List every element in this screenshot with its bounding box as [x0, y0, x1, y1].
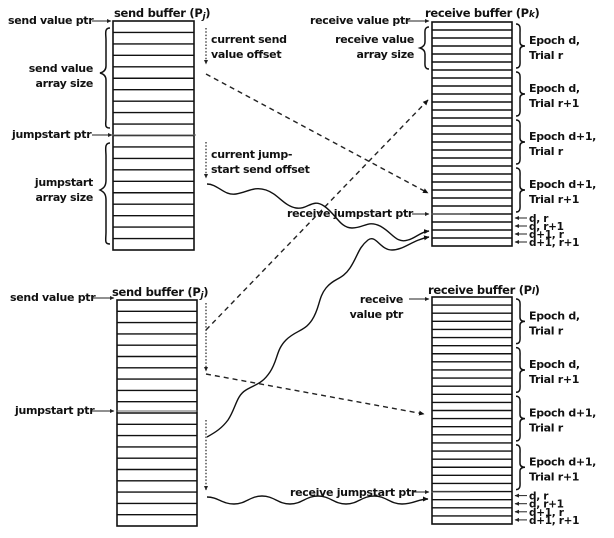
top-receive-epoch-label-line1: Epoch d, — [529, 82, 580, 95]
top-receive-slot-label: d, r+1 — [529, 221, 564, 233]
bottom-receive-epoch-label-line2: Trial r — [529, 324, 564, 337]
bottom-receive-slot-label: d, r+1 — [529, 499, 564, 511]
current-jumpstart-send-offset-label-2: start send offset — [211, 163, 310, 176]
top-receive-epoch-brace — [515, 71, 526, 117]
bottom-receive-buffer — [431, 296, 513, 525]
bottom-receive-slot-label: d+1, r — [529, 507, 565, 519]
top-send-value-array-brace — [99, 27, 111, 129]
top-receive-slot-label: d+1, r — [529, 229, 565, 241]
bottom-send-buffer-title: send buffer (Pj) — [112, 285, 208, 301]
top-receive-jumpstart-ptr-label: receive jumpstart ptr — [287, 207, 414, 220]
top-receive-epoch-label-line1: Epoch d+1, — [529, 178, 596, 191]
top-receive-epoch-label-line2: Trial r+1 — [529, 97, 579, 110]
bottom-jumpstart-ptr-label: jumpstart ptr — [14, 404, 95, 417]
current-jumpstart-send-offset-label-1: current jump- — [211, 148, 292, 161]
bottom-receive-buffer-group: receive buffer (Pl) receive value ptr Ep… — [290, 283, 596, 527]
top-receive-epoch-brace — [515, 167, 526, 213]
top-send-value-array-size-label-2: array size — [35, 77, 93, 90]
current-send-value-offset-label-1: current send — [211, 33, 287, 46]
bottom-receive-epoch-label-line1: Epoch d+1, — [529, 455, 596, 468]
top-receive-buffer-title: receive buffer (Pk) — [425, 6, 540, 20]
top-receive-jumpstart-slots: d, rd, r+1d+1, rd+1, r+1 — [514, 213, 579, 249]
top-receive-value-array-size-label-2: array size — [356, 48, 414, 61]
bottom-jumpstart-to-top-receive-wavy-arrow — [206, 235, 430, 438]
bottom-receive-jumpstart-slots: d, rd, r+1d+1, rd+1, r+1 — [514, 491, 579, 527]
top-receive-value-array-brace — [417, 26, 430, 70]
bottom-receive-slot-label: d+1, r+1 — [529, 515, 579, 527]
top-receive-buffer-group: receive buffer (Pk) receive value ptr re… — [287, 6, 596, 249]
bottom-receive-epoch-label-line2: Trial r+1 — [529, 373, 579, 386]
top-receive-value-ptr-label: receive value ptr — [310, 14, 411, 27]
bottom-receive-epoch-label-line2: Trial r — [529, 422, 564, 435]
top-receive-buffer — [431, 21, 513, 247]
bottom-receive-buffer-title: receive buffer (Pl) — [428, 283, 540, 297]
top-receive-epoch-label-line1: Epoch d, — [529, 34, 580, 47]
bottom-send-value-ptr-label: send value ptr — [10, 291, 96, 304]
bottom-receive-epoch-label-line1: Epoch d+1, — [529, 407, 596, 420]
top-receive-epoch-label-line2: Trial r — [529, 145, 564, 158]
top-receive-slot-label: d, r — [529, 213, 549, 225]
top-send-value-array-size-label-1: send value — [29, 62, 93, 75]
top-send-buffer-group: send buffer (Pj) send value ptr send val… — [8, 6, 310, 251]
top-jumpstart-array-size-label-2: array size — [35, 191, 93, 204]
top-receive-epoch-brace — [515, 119, 526, 165]
bottom-send-buffer-group: send buffer (Pj) send value ptr jumpstar… — [10, 285, 209, 527]
bottom-receive-epoch-brace — [515, 395, 526, 442]
top-send-value-ptr-label: send value ptr — [8, 14, 94, 27]
top-receive-epoch-brace — [515, 23, 526, 69]
top-receive-epoch-label-line2: Trial r — [529, 49, 564, 62]
bottom-send-buffer — [116, 299, 198, 527]
top-send-buffer-title: send buffer (Pj) — [114, 6, 210, 22]
bottom-receive-epoch-label-line2: Trial r+1 — [529, 470, 579, 483]
bottom-receive-value-ptr-label-1: receive — [360, 293, 403, 306]
bottom-receive-epoch-brace — [515, 298, 526, 345]
bottom-receive-value-ptr-label-2: value ptr — [350, 308, 404, 321]
bottom-send-to-bottom-receive-value-arrow — [205, 373, 425, 416]
bottom-receive-epoch-label-line1: Epoch d, — [529, 358, 580, 371]
bottom-receive-slot-label: d, r — [529, 491, 549, 503]
bottom-receive-epoch-brace — [515, 346, 526, 394]
bottom-jumpstart-to-bottom-receive-wavy-arrow — [206, 495, 429, 505]
bottom-receive-jumpstart-ptr-label: receive jumpstart ptr — [290, 486, 417, 499]
bottom-receive-epoch-label-line1: Epoch d, — [529, 309, 580, 322]
top-jumpstart-ptr-label: jumpstart ptr — [11, 128, 92, 141]
top-jumpstart-to-top-receive-wavy-arrow — [206, 183, 430, 242]
top-receive-epoch-label-line2: Trial r+1 — [529, 193, 579, 206]
top-receive-slot-label: d+1, r+1 — [529, 237, 579, 249]
top-send-to-top-receive-value-arrow — [205, 73, 429, 194]
top-jumpstart-array-brace — [98, 142, 111, 245]
top-jumpstart-array-size-label-1: jumpstart — [34, 176, 93, 189]
current-send-value-offset-label-2: value offset — [211, 48, 281, 61]
bottom-receive-epoch-brace — [515, 444, 526, 491]
top-receive-epoch-label-line1: Epoch d+1, — [529, 130, 596, 143]
top-receive-value-array-size-label-1: receive value — [335, 33, 414, 46]
